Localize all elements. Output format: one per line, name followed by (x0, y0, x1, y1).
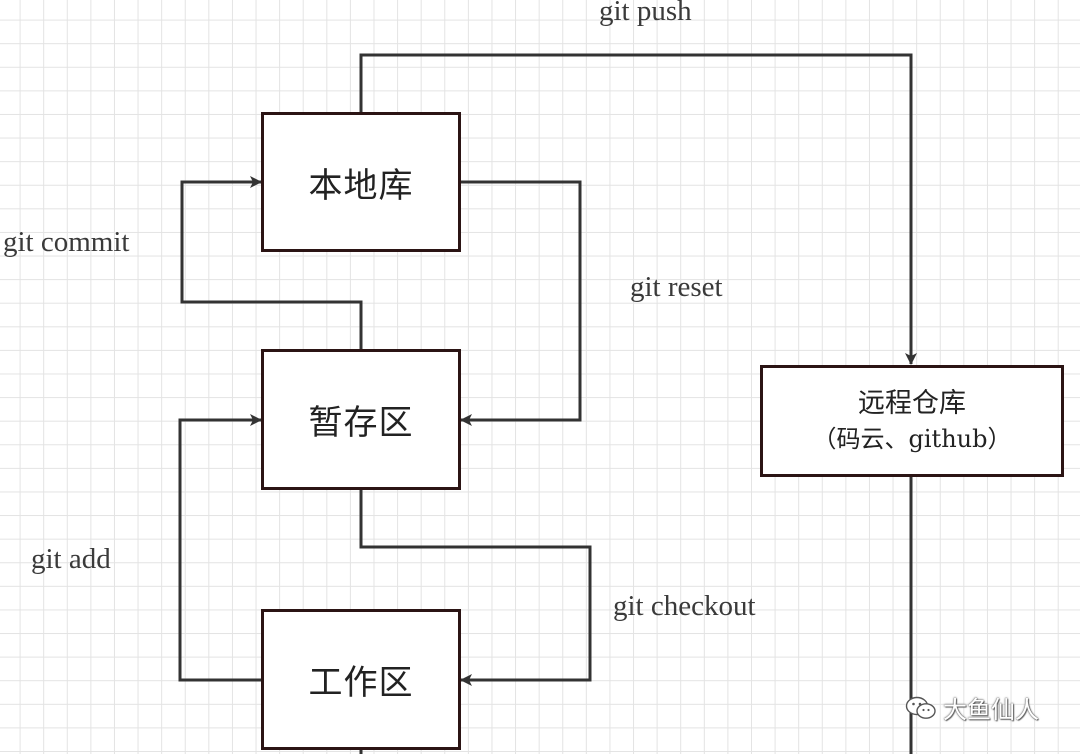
watermark-text: 大鱼仙人 (943, 696, 1039, 724)
node-working-dir-label: 工作区 (308, 663, 414, 703)
edge-label-checkout: git checkout (613, 590, 756, 622)
node-working-dir: 工作区 (261, 609, 461, 750)
watermark: 大鱼仙人 (905, 690, 1039, 725)
edge-push (359, 53, 917, 365)
node-remote-repo: 远程仓库 （码云、github） (760, 365, 1064, 477)
edge-label-add: git add (31, 543, 111, 575)
edge-commit (180, 176, 363, 351)
node-staging-area-label: 暂存区 (308, 403, 414, 443)
node-remote-repo-sublabel: （码云、github） (812, 425, 1012, 453)
edge-label-commit: git commit (3, 226, 130, 258)
edge-add (178, 414, 263, 682)
node-local-repo-label: 本地库 (308, 165, 414, 206)
edge-label-reset: git reset (630, 271, 723, 303)
wechat-icon (905, 696, 936, 719)
edge-reset (459, 180, 582, 426)
node-staging-area: 暂存区 (261, 349, 461, 490)
edge-checkout (359, 488, 592, 686)
node-local-repo: 本地库 (261, 112, 461, 252)
edge-label-push: git push (599, 0, 692, 27)
node-remote-repo-label: 远程仓库 (858, 388, 966, 419)
